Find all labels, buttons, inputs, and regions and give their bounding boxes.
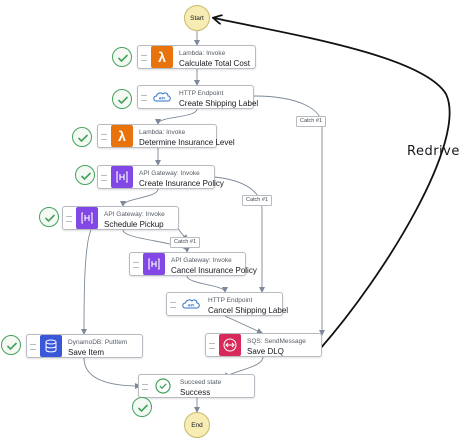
svg-text:API: API: [188, 303, 195, 308]
edge-policy-catch: [213, 176, 265, 293]
edge-cancelship-to-dlq: [224, 315, 263, 334]
state-name-label: Cancel Shipping Label: [208, 306, 289, 315]
state-name-label: Cancel Insurance Policy: [171, 266, 257, 275]
state-create-insurance-policy[interactable]: API Gateway: Invoke Create Insurance Pol…: [97, 165, 224, 189]
drag-grip-icon[interactable]: [133, 262, 139, 268]
success-check-icon: [132, 397, 152, 417]
state-save-dlq[interactable]: SQS: SendMessage Save DLQ: [205, 333, 322, 357]
drag-grip-icon[interactable]: [101, 175, 107, 181]
state-determine-insurance-level[interactable]: λ Lambda: Invoke Determine Insurance Lev…: [97, 124, 235, 148]
success-check-icon: [39, 207, 59, 227]
svg-text:API: API: [159, 96, 166, 101]
api-gateway-icon: [111, 166, 133, 188]
api-cloud-icon: API: [151, 86, 173, 108]
drag-grip-icon[interactable]: [66, 216, 72, 222]
state-cancel-insurance-policy[interactable]: API Gateway: Invoke Cancel Insurance Pol…: [129, 252, 257, 276]
state-name-label: Calculate Total Cost: [179, 59, 250, 68]
state-save-item[interactable]: DynamoDB: PutItem Save Item: [26, 334, 143, 358]
succeed-check-icon: [152, 375, 174, 397]
state-service-label: DynamoDB: PutItem: [68, 339, 128, 346]
start-node[interactable]: Start: [184, 5, 210, 31]
end-label: End: [191, 421, 203, 429]
state-service-label: HTTP Endpoint: [208, 297, 253, 304]
start-label: Start: [190, 14, 204, 22]
state-service-label: SQS: SendMessage: [247, 338, 306, 345]
api-gateway-icon: [76, 207, 98, 229]
edge-pickup-to-save: [81, 229, 92, 335]
edge-cancelins-to-cancelship: [186, 275, 228, 293]
state-name-label: Save Item: [68, 348, 105, 357]
drag-grip-icon[interactable]: [170, 302, 176, 308]
state-name-label: Determine Insurance Level: [139, 138, 235, 147]
success-check-icon: [75, 165, 95, 185]
api-gateway-icon: [143, 253, 165, 275]
edge-pickup-to-cancelins: [122, 229, 190, 253]
state-success[interactable]: Succeed state Success: [138, 374, 255, 398]
state-name-label: Success: [180, 388, 211, 397]
state-service-label: Succeed state: [180, 379, 222, 386]
state-create-shipping-label[interactable]: API HTTP Endpoint Create Shipping Label: [137, 85, 259, 109]
end-node[interactable]: End: [184, 412, 210, 438]
state-name-label: Save DLQ: [247, 347, 284, 356]
state-service-label: API Gateway: Invoke: [171, 257, 232, 264]
drag-grip-icon[interactable]: [141, 95, 147, 101]
edge-ship-to-insurance: [155, 108, 198, 125]
drag-grip-icon[interactable]: [141, 55, 147, 61]
state-calculate-total-cost[interactable]: λ Lambda: Invoke Calculate Total Cost: [137, 45, 256, 69]
drag-grip-icon[interactable]: [101, 134, 107, 140]
state-service-label: API Gateway: Invoke: [104, 211, 165, 218]
state-name-label: Create Insurance Policy: [139, 179, 224, 188]
drag-grip-icon[interactable]: [30, 344, 36, 350]
redrive-arrow: [214, 18, 451, 350]
state-cancel-shipping-label[interactable]: API HTTP Endpoint Cancel Shipping Label: [166, 292, 289, 316]
success-check-icon: [112, 47, 132, 67]
lambda-icon: λ: [111, 125, 133, 147]
dynamodb-icon: [40, 335, 62, 357]
catch-label-shipping[interactable]: Catch #1: [296, 116, 327, 127]
api-cloud-icon: API: [180, 293, 202, 315]
state-service-label: Lambda: Invoke: [139, 129, 186, 136]
state-schedule-pickup[interactable]: API Gateway: Invoke Schedule Pickup: [62, 206, 179, 230]
sqs-icon: [219, 334, 241, 356]
success-check-icon: [112, 89, 132, 109]
lambda-icon: λ: [151, 46, 173, 68]
state-service-label: API Gateway: Invoke: [139, 170, 200, 177]
catch-label-pickup[interactable]: Catch #1: [170, 237, 201, 248]
edge-policy-to-pickup: [120, 188, 159, 207]
state-name-label: Schedule Pickup: [104, 220, 164, 229]
success-check-icon: [1, 335, 21, 355]
state-service-label: HTTP Endpoint: [179, 90, 224, 97]
edge-save-to-success: [83, 357, 141, 389]
catch-label-policy[interactable]: Catch #1: [242, 195, 273, 206]
success-check-icon: [72, 127, 92, 147]
drag-grip-icon[interactable]: [209, 343, 215, 349]
state-service-label: Lambda: Invoke: [179, 50, 226, 57]
state-name-label: Create Shipping Label: [179, 99, 259, 108]
redrive-annotation: Redrive: [407, 144, 460, 159]
drag-grip-icon[interactable]: [142, 384, 148, 390]
